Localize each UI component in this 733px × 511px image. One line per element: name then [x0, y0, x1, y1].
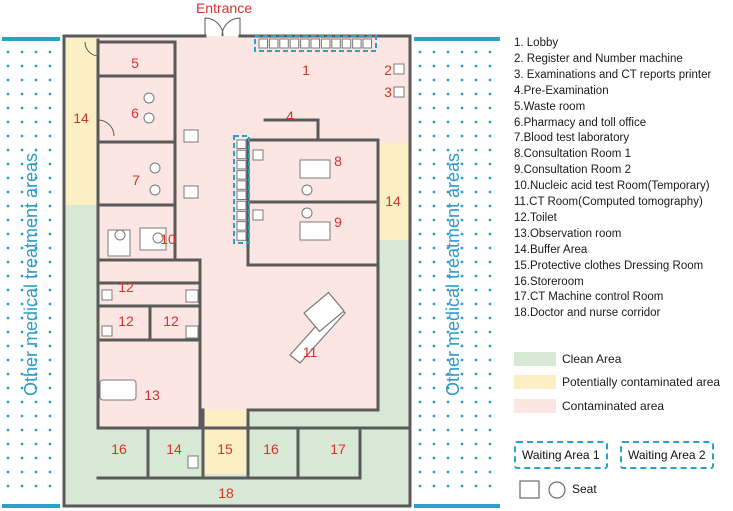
- room-number-register: 2: [384, 62, 392, 78]
- room-number-store-b: 16: [263, 441, 279, 457]
- room-number-dressing: 15: [217, 441, 233, 457]
- room-number-buffer-bottom: 14: [166, 441, 182, 457]
- room-number-observation: 13: [144, 387, 160, 403]
- waiting-seat: [289, 38, 300, 49]
- waiting-seat: [236, 170, 247, 180]
- waiting-seat: [310, 38, 320, 49]
- entrance-label: Entrance: [196, 0, 252, 16]
- legend-item: 5.Waste room: [514, 100, 586, 113]
- dot-pattern-left: [6, 50, 52, 488]
- room-number-store-a: 16: [111, 441, 127, 457]
- potential-area-label: Potentially contaminated area: [562, 375, 721, 389]
- legend-item: 9.Consultation Room 2: [514, 164, 631, 177]
- waiting-seat: [236, 180, 247, 190]
- room-number-consult1: 8: [334, 153, 342, 169]
- room-number-consult2: 9: [334, 214, 342, 230]
- waiting-area-1-key: Waiting Area 1: [514, 441, 608, 469]
- legend-item: 15.Protective clothes Dressing Room: [514, 259, 704, 272]
- clean-area-swatch: [514, 352, 556, 366]
- legend-item: 4.Pre-Examination: [514, 84, 609, 97]
- legend-item: 17.CT Machine control Room: [514, 291, 664, 304]
- waiting-seat: [236, 200, 247, 211]
- seat-label: Seat: [572, 482, 597, 496]
- room-number-waste: 5: [131, 55, 139, 71]
- room-number-pre-exam: 4: [286, 108, 294, 124]
- waiting-seat: [268, 38, 279, 49]
- room-number-buffer-left: 14: [73, 110, 89, 126]
- waiting-seat: [236, 231, 247, 241]
- room-number-blood: 7: [132, 172, 140, 188]
- room-number-buffer-right: 14: [385, 193, 401, 209]
- clean-area-label: Clean Area: [562, 352, 622, 366]
- seat-square-icon: [519, 480, 540, 499]
- potential-area-swatch: [514, 375, 556, 389]
- room-number-toilet-b: 12: [118, 313, 134, 329]
- room-number-printer: 3: [384, 84, 392, 100]
- waiting-seat: [236, 149, 247, 160]
- room-number-ct: 11: [303, 344, 318, 360]
- legend-item: 2. Register and Number machine: [514, 52, 683, 65]
- waiting-seat: [362, 38, 372, 49]
- waiting-seat: [236, 221, 247, 231]
- legend-item: 11.CT Room(Computed tomography): [514, 196, 703, 208]
- side-label-right: Other medical treatment areas.: [443, 148, 463, 396]
- room-number-corridor: 18: [218, 485, 234, 501]
- room-number-nucleic: 10: [160, 231, 176, 247]
- legend-item: 14.Buffer Area: [514, 243, 588, 256]
- room-number-pharmacy: 6: [131, 105, 139, 121]
- waiting-seat: [331, 38, 341, 49]
- legend-item: 10.Nucleic acid test Room(Temporary): [514, 180, 710, 193]
- waiting-seat: [300, 38, 310, 49]
- seat-round-icon: [548, 481, 566, 499]
- legend-item: 6.Pharmacy and toll office: [514, 116, 647, 129]
- legend-item: 3. Examinations and CT reports printer: [514, 68, 712, 81]
- contaminated-area-swatch: [514, 399, 556, 413]
- waiting-seat: [236, 139, 247, 149]
- legend-item: 18.Doctor and nurse corridor: [514, 307, 661, 320]
- side-label-left: Other medical treatment areas.: [21, 148, 41, 396]
- room-number-ct-control: 17: [330, 441, 346, 457]
- legend-item: 13.Observation room: [514, 227, 622, 240]
- legend-item: 16.Storeroom: [514, 275, 584, 288]
- waiting-seat: [236, 159, 247, 170]
- dot-pattern-right: [418, 50, 492, 488]
- room-number-lobby: 1: [302, 62, 310, 78]
- waiting-seat: [236, 190, 247, 200]
- legend-item: 1. Lobby: [514, 37, 559, 49]
- legend-item: 8.Consultation Room 1: [514, 148, 631, 161]
- waiting-seat: [236, 210, 247, 221]
- waiting-seat: [341, 38, 352, 49]
- room-number-toilet-a: 12: [118, 279, 134, 295]
- room-number-toilet-c: 12: [163, 313, 179, 329]
- legend-item: 12.Toilet: [514, 211, 557, 224]
- contaminated-area-label: Contaminated area: [562, 399, 665, 413]
- waiting-seat: [352, 38, 362, 49]
- legend-item: 7.Blood test laboratory: [514, 132, 630, 145]
- waiting-area-2-key: Waiting Area 2: [620, 441, 714, 469]
- waiting-seat: [258, 38, 268, 49]
- waiting-seat: [320, 38, 331, 49]
- waiting-seat: [279, 38, 289, 49]
